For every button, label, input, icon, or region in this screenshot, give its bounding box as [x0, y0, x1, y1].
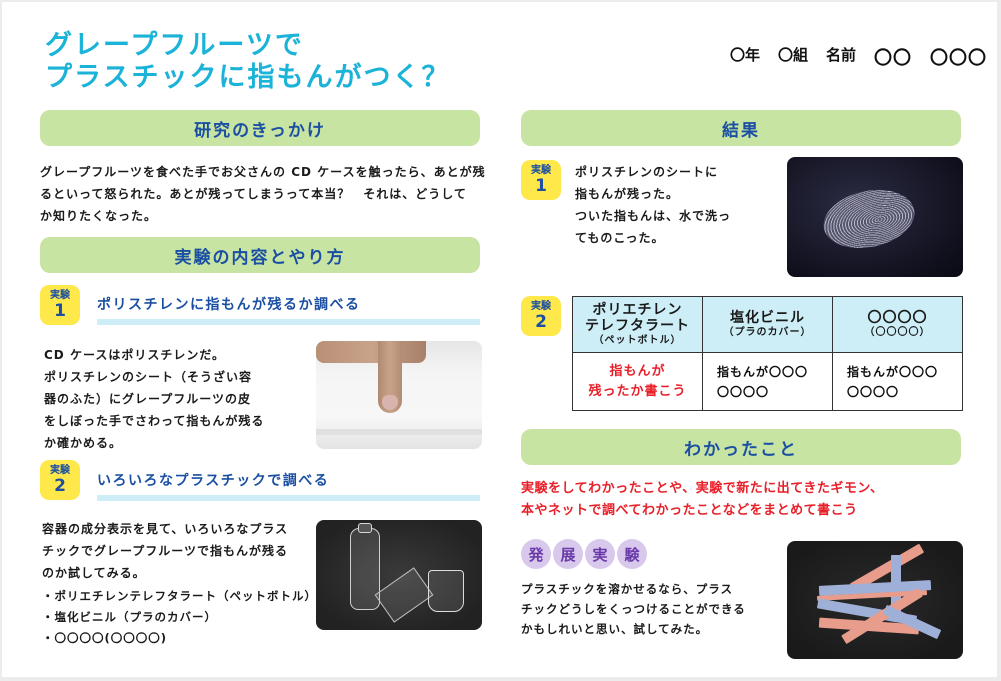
title-line-2: プラスチックに指もんがつく？ — [45, 62, 451, 93]
result-1-text: ポリスチレンのシートに 指もんが残った。 ついた指もんは、水で洗っ てものこった… — [575, 165, 732, 245]
plastic-containers-photo — [316, 520, 482, 630]
class-field[interactable]: 〇組 — [778, 46, 809, 64]
cell-pvc-result[interactable]: 指もんが〇〇〇 〇〇〇〇 — [702, 352, 833, 411]
column-pet: ポリエチレン テレフタラート （ペットボトル） — [572, 296, 703, 353]
column-other: 〇〇〇〇 （〇〇〇〇） — [832, 296, 963, 353]
findings-heading: わかったこと — [521, 429, 961, 465]
advanced-experiment-text: プラスチックを溶かせるなら、プラス チックどうしをくっつけることができる かもし… — [521, 582, 746, 636]
result-1-badge: 実験 1 — [521, 160, 561, 200]
results-table: ポリエチレン テレフタラート （ペットボトル） 塩化ビニル （プラのカバー） 〇… — [572, 296, 963, 411]
experiment-1-text: CD ケースはポリスチレンだ。 ポリスチレンのシート（そうざい容 器のふた）にグ… — [44, 348, 265, 450]
column-pvc: 塩化ビニル （プラのカバー） — [702, 296, 833, 353]
list-item: ・ポリエチレンテレフタラート（ペットボトル） — [42, 589, 317, 603]
plastic-type-list: ・ポリエチレンテレフタラート（ペットボトル） ・塩化ビニル（プラのカバー） ・〇… — [42, 586, 322, 649]
experiment-2-title: いろいろなプラスチックで調べる — [97, 473, 330, 489]
findings-instruction: 実験をしてわかったことや、実験で新たに出てきたギモン、 本やネットで調べてわかっ… — [521, 481, 884, 518]
list-item: ・塩化ビニル（プラのカバー） — [42, 610, 217, 624]
experiment-2-underline — [97, 495, 480, 501]
advanced-experiment-label: 発 展 実 験 — [521, 539, 647, 569]
family-name-field[interactable]: 〇〇 — [874, 48, 913, 69]
experiment-2-text: 容器の成分表示を見て、いろいろなプラス チックでグレープフルーツで指もんが残る … — [42, 522, 289, 580]
motivation-text: グレープフルーツを食べた手でお父さんの CD ケースを触ったら、あとが残 るとい… — [40, 165, 486, 223]
page-title: グレープフルーツで プラスチックに指もんがつく？ — [45, 30, 450, 94]
grade-field[interactable]: 〇年 — [730, 46, 761, 64]
table-row: 指もんが 残ったか書こう 指もんが〇〇〇 〇〇〇〇 指もんが〇〇〇 〇〇〇〇 — [572, 352, 963, 411]
results-heading: 結果 — [521, 110, 961, 146]
student-name-line: 〇年 〇組 名前 〇〇 〇〇〇 — [730, 44, 987, 70]
name-label: 名前 — [826, 46, 857, 64]
table-header-row: ポリエチレン テレフタラート （ペットボトル） 塩化ビニル （プラのカバー） 〇… — [572, 296, 963, 353]
motivation-heading: 研究のきっかけ — [40, 110, 480, 146]
result-2-badge: 実験 2 — [521, 296, 561, 336]
experiment-2-badge: 実験 2 — [40, 460, 80, 500]
list-item: ・〇〇〇〇(〇〇〇〇) — [42, 631, 168, 645]
fingerprint-photo — [787, 157, 963, 277]
experiment-1-badge: 実験 1 — [40, 285, 80, 325]
finger-on-tray-photo — [316, 341, 482, 449]
title-line-1: グレープフルーツで — [45, 30, 304, 61]
cell-other-result[interactable]: 指もんが〇〇〇 〇〇〇〇 — [832, 352, 963, 411]
joined-plastic-sticks-photo — [787, 541, 963, 659]
experiment-1-title: ポリスチレンに指もんが残るか調べる — [97, 297, 361, 313]
method-heading: 実験の内容とやり方 — [40, 237, 480, 273]
experiment-1-underline — [97, 319, 480, 325]
cell-pet-result[interactable]: 指もんが 残ったか書こう — [572, 352, 703, 411]
given-name-field[interactable]: 〇〇〇 — [930, 48, 988, 69]
